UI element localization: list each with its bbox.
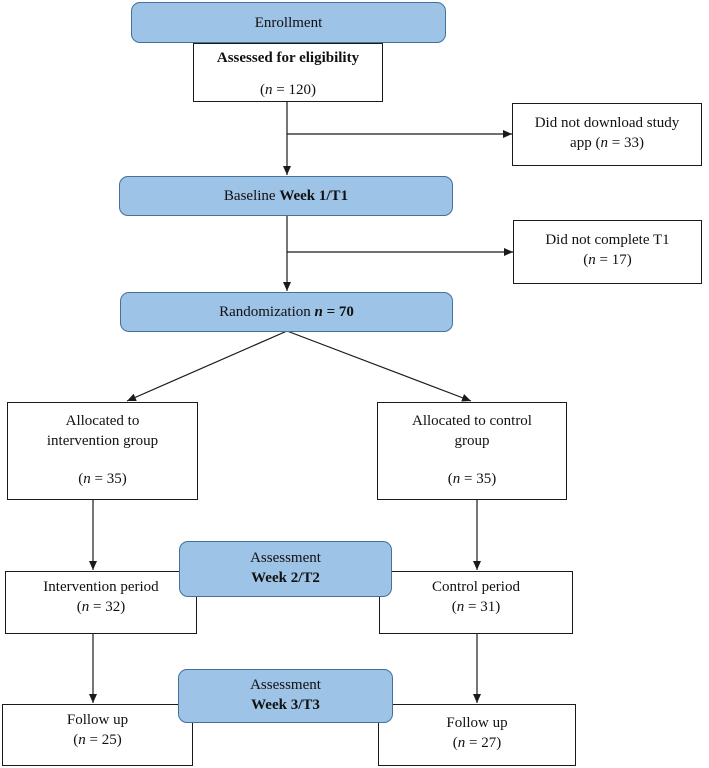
followup-control-label: Follow up bbox=[446, 715, 508, 731]
randomization-count: 70 bbox=[338, 304, 354, 320]
randomization-label: Randomization bbox=[219, 304, 311, 320]
followup-intervention-label: Follow up bbox=[66, 712, 129, 728]
control-allocation-line2: group bbox=[454, 433, 490, 449]
did-not-download-line1: Did not download study bbox=[534, 115, 680, 131]
arrow-randomization-to-intervention bbox=[126, 330, 288, 402]
followup-control-box: Follow up (n = 27) bbox=[378, 704, 576, 766]
eligibility-count: (n = 120) bbox=[260, 82, 316, 98]
randomization-header: Randomization n = 70 bbox=[120, 292, 453, 332]
assessment-t2-week: Week 2/T2 bbox=[251, 570, 320, 586]
eligibility-box: Assessed for eligibility (n = 120) bbox=[193, 43, 383, 102]
did-not-complete-t1-count: (n = 17) bbox=[583, 252, 632, 268]
followup-control-count: (n = 27) bbox=[452, 735, 502, 751]
control-allocation-count: (n = 35) bbox=[447, 471, 497, 487]
followup-intervention-box: Follow up (n = 25) bbox=[2, 704, 193, 766]
intervention-period-box: Intervention period (n = 32) bbox=[5, 571, 197, 634]
baseline-header: Baseline Week 1/T1 bbox=[119, 176, 453, 216]
assessment-t3-label: Assessment bbox=[250, 677, 321, 693]
assessment-t3-header: Assessment Week 3/T3 bbox=[178, 669, 393, 723]
intervention-allocation-line2: intervention group bbox=[46, 433, 159, 449]
intervention-allocation-count: (n = 35) bbox=[78, 471, 127, 487]
intervention-period-count: (n = 32) bbox=[76, 599, 126, 615]
control-allocation-line1: Allocated to control bbox=[412, 413, 532, 429]
intervention-allocation-box: Allocated to intervention group (n = 35) bbox=[7, 402, 198, 500]
assessment-t2-header: Assessment Week 2/T2 bbox=[179, 541, 392, 597]
did-not-complete-t1-label: Did not complete T1 bbox=[545, 232, 670, 248]
assessment-t2-label: Assessment bbox=[250, 550, 321, 566]
arrow-randomization-to-control bbox=[286, 330, 472, 402]
intervention-period-label: Intervention period bbox=[43, 579, 159, 595]
assessment-t3-week: Week 3/T3 bbox=[251, 697, 320, 713]
enrollment-header: Enrollment bbox=[131, 2, 446, 43]
control-allocation-box: Allocated to control group (n = 35) bbox=[377, 402, 567, 500]
control-period-count: (n = 31) bbox=[451, 599, 501, 615]
did-not-download-box: Did not download study app (n = 33) bbox=[512, 103, 702, 166]
followup-intervention-count: (n = 25) bbox=[73, 732, 122, 748]
did-not-complete-t1-box: Did not complete T1 (n = 17) bbox=[513, 220, 702, 284]
randomization-n-symbol: n bbox=[314, 304, 323, 320]
control-period-box: Control period (n = 31) bbox=[379, 571, 573, 634]
eligibility-title: Assessed for eligibility bbox=[216, 50, 360, 66]
baseline-label: Baseline bbox=[223, 188, 276, 204]
baseline-week: Week 1/T1 bbox=[279, 188, 349, 204]
did-not-download-line2: app (n = 33) bbox=[570, 135, 644, 151]
enrollment-label: Enrollment bbox=[254, 15, 323, 31]
control-period-label: Control period bbox=[432, 579, 520, 595]
intervention-allocation-line1: Allocated to bbox=[65, 413, 140, 429]
